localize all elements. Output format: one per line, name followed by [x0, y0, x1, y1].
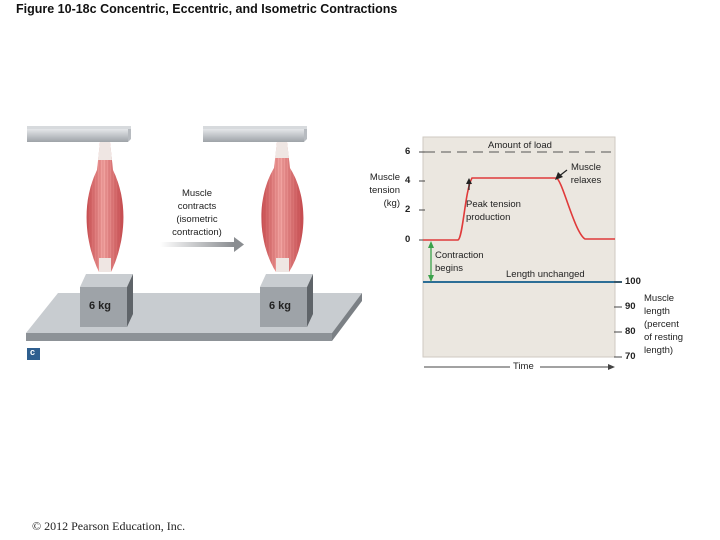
- weight-block-right: [260, 274, 313, 327]
- length-tick-label: 90: [625, 301, 636, 312]
- panel-label-box: [27, 348, 40, 360]
- arrow-caption-line: (isometric: [176, 214, 218, 225]
- graph-background: [422, 136, 616, 358]
- tension-curve: [423, 177, 615, 241]
- transition-arrow: [160, 237, 244, 252]
- length-tick-label: 70: [625, 351, 636, 362]
- tension-axis-title-line: (kg): [383, 198, 400, 209]
- length-axis-title-line: Muscle: [644, 293, 675, 304]
- tension-tick-label: 4: [405, 175, 411, 186]
- weight-label-right: 6 kg: [269, 300, 292, 312]
- tension-axis-title-line: Muscle: [369, 172, 400, 183]
- length-axis-title-line: (percent: [644, 319, 679, 330]
- arrow-caption-line: Muscle: [181, 188, 213, 199]
- muscle-relaxes-line: relaxes: [570, 175, 602, 186]
- ceiling-bar-right: [203, 126, 307, 142]
- muscle-relaxes-pointer: [555, 169, 568, 180]
- peak-tension-line: Peak tension: [466, 199, 521, 210]
- contraction-begins-line: Contraction: [435, 250, 484, 261]
- arrow-caption-line: contracts: [177, 201, 217, 212]
- copyright: © 2012 Pearson Education, Inc.: [32, 519, 186, 533]
- contraction-begins-arrow: [428, 241, 434, 282]
- weight-block-left: [80, 274, 133, 327]
- length-tick-label: 100: [625, 276, 641, 287]
- figure-title: Figure 10-18c Concentric, Eccentric, and…: [16, 2, 398, 16]
- tension-tick-label: 6: [405, 146, 411, 157]
- muscle-isometric: [261, 142, 304, 272]
- tension-axis-title: Muscle tension (kg): [350, 171, 400, 210]
- tension-axis-ticks: [419, 151, 425, 241]
- tension-tick-label: 2: [405, 204, 411, 215]
- muscle-relaxed: [86, 142, 124, 272]
- time-label: Time: [513, 361, 534, 372]
- tension-tick-label: 0: [405, 234, 411, 245]
- panel-label: c: [30, 347, 36, 357]
- muscle-relaxes-label: Muscle relaxes: [561, 161, 611, 187]
- length-axis-title: Muscle length (percent of resting length…: [644, 292, 683, 357]
- muscle-relaxes-line: Muscle: [570, 162, 602, 173]
- length-axis-title-line: length): [644, 345, 674, 356]
- length-axis-title-line: of resting: [644, 332, 684, 343]
- load-label: Amount of load: [488, 140, 552, 151]
- ceiling-bar-left: [27, 126, 131, 142]
- arrow-caption-line: contraction): [172, 227, 222, 238]
- contraction-begins-label: Contraction begins: [435, 249, 484, 275]
- weight-label-left: 6 kg: [89, 300, 112, 312]
- length-unchanged-label: Length unchanged: [506, 269, 585, 280]
- peak-tension-pointer: [466, 178, 472, 190]
- arrow-caption: Muscle contracts (isometric contraction): [156, 187, 238, 239]
- time-arrow: [424, 364, 615, 370]
- length-axis-ticks: [614, 281, 622, 358]
- peak-tension-label: Peak tension production: [466, 198, 521, 224]
- length-tick-label: 80: [625, 326, 636, 337]
- contraction-begins-line: begins: [435, 263, 463, 274]
- tension-axis-title-line: tension: [369, 185, 400, 196]
- peak-tension-line: production: [466, 212, 511, 223]
- length-axis-title-line: length: [644, 306, 670, 317]
